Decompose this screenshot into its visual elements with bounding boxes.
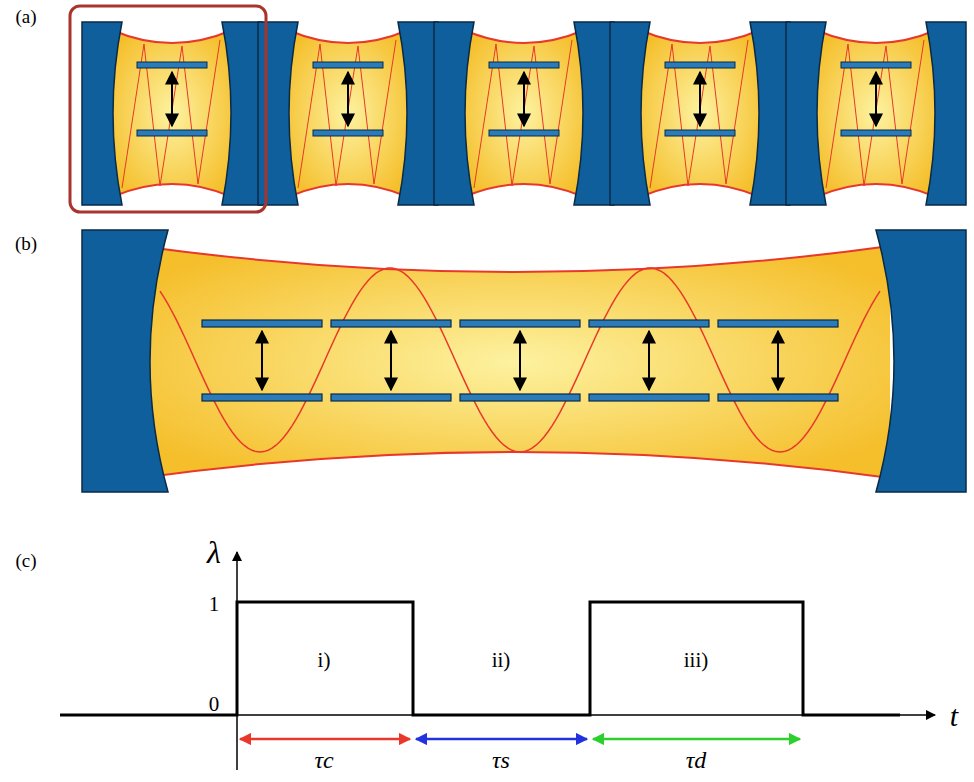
phase-label: ii): [492, 650, 511, 671]
panel-label: (c): [15, 551, 36, 570]
panel-label: (b): [15, 234, 37, 253]
duration-label: τc: [314, 748, 333, 772]
panel-label: (a): [15, 7, 36, 26]
duration-label: τd: [686, 748, 707, 772]
phase-label: iii): [684, 650, 709, 671]
tick-label: 0: [209, 694, 220, 715]
axis-label: t: [950, 701, 958, 731]
duration-label: τs: [492, 748, 510, 772]
axis-label: λ: [207, 536, 221, 568]
tick-label: 1: [209, 594, 220, 615]
phase-label: i): [318, 650, 331, 671]
